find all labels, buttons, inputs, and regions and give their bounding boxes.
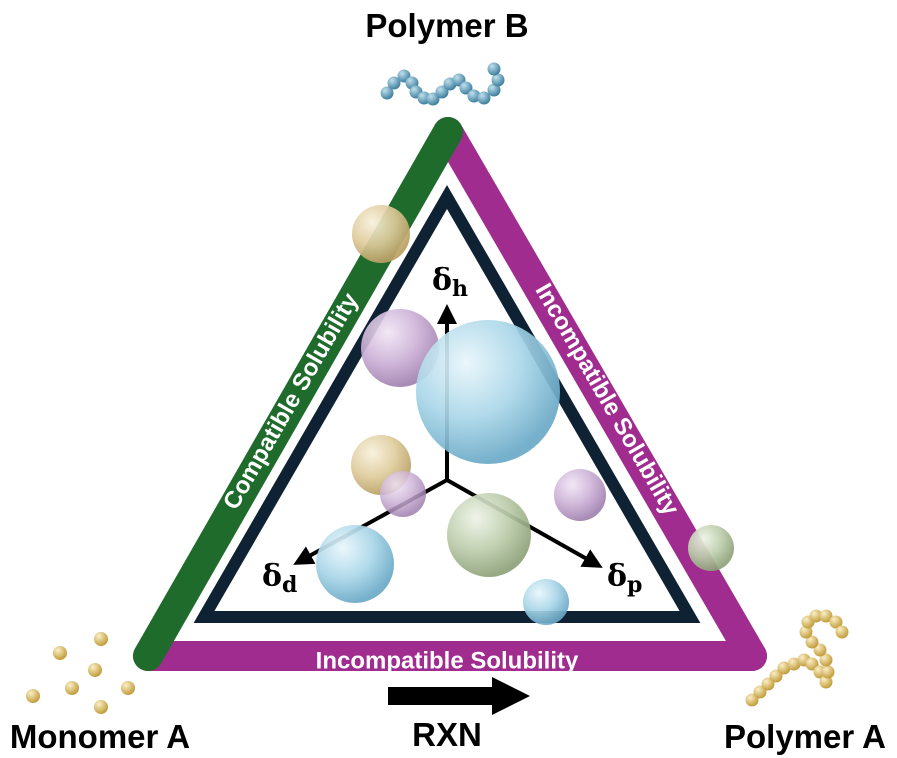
sphere-purple-top: [361, 309, 439, 387]
axis-label-h: δh: [432, 263, 468, 302]
polymer-b-chain-icon: [380, 62, 505, 106]
label-rxn: RXN: [412, 716, 482, 753]
polymer-a-chain-icon: [745, 609, 849, 707]
sphere-green-on-edge: [688, 525, 734, 571]
sphere-green-center: [447, 493, 531, 577]
sphere-tan-on-edge: [352, 205, 410, 263]
axis-label-d: δd: [262, 559, 297, 598]
label-polymer-b: Polymer B: [365, 7, 528, 44]
axis-label-p: δp: [607, 559, 642, 598]
reaction-arrow-icon: [388, 677, 530, 715]
sphere-purple-right: [554, 469, 606, 521]
sphere-purple-mid: [380, 471, 426, 517]
sphere-blue-small: [523, 579, 569, 625]
monomer-a-beads-icon: [26, 632, 135, 714]
label-polymer-a: Polymer A: [724, 718, 886, 755]
label-monomer-a: Monomer A: [10, 718, 190, 755]
sphere-blue-large: [416, 320, 560, 464]
sphere-blue-left: [316, 525, 394, 603]
side-label-bottom: Incompatible Solubility: [316, 647, 579, 674]
